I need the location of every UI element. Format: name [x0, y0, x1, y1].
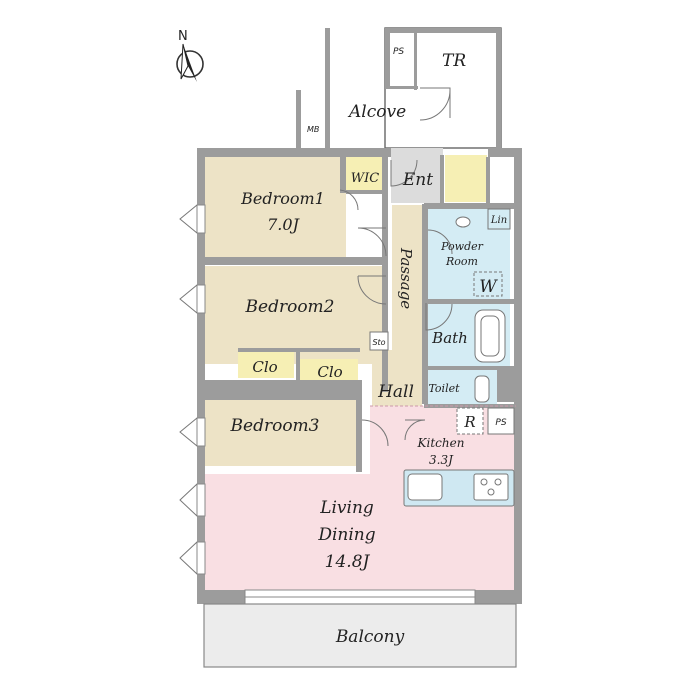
toilet-label: Toilet — [428, 382, 460, 395]
kitchen-sink — [407, 473, 443, 501]
alcove-label: Alcove — [347, 102, 406, 122]
wic-floor — [346, 155, 386, 193]
north-arrow-half-icon — [180, 43, 189, 80]
linen-closet — [487, 208, 511, 230]
compass-letter: N — [178, 29, 188, 44]
passage-label: Passage — [397, 247, 415, 309]
room-fills — [204, 148, 516, 667]
bedroom3-door — [361, 419, 389, 447]
corridor-area: PS TR Alcove MB — [296, 27, 502, 150]
living-label-line2: Dining — [317, 525, 375, 545]
clo1-floor — [238, 352, 294, 378]
ps-upper-label: PS — [393, 47, 404, 57]
sink — [455, 216, 471, 228]
balcony-floor — [204, 604, 516, 667]
lin-label: Lin — [490, 215, 507, 226]
bedroom1-door — [357, 227, 387, 257]
ent-floor — [391, 148, 443, 203]
windows — [179, 204, 517, 668]
bath-label: Bath — [431, 329, 468, 347]
hall-label: Hall — [377, 382, 414, 402]
wic-door — [339, 189, 359, 211]
bath-door — [425, 303, 453, 331]
shoe-closet-floor — [445, 155, 487, 202]
clo1-label: Clo — [252, 358, 277, 376]
storage-box — [369, 331, 389, 351]
hall-floor — [372, 350, 422, 406]
entrance-door — [390, 159, 418, 187]
clo2-label: Clo — [317, 363, 342, 381]
balcony-outline — [203, 603, 517, 668]
living-size: 14.8J — [325, 552, 371, 572]
window-bedroom3 — [196, 417, 206, 447]
kitchen-size: 3.3J — [429, 453, 454, 467]
mb-label: MB — [307, 125, 319, 134]
north-arrow-icon — [183, 44, 197, 82]
doors — [339, 159, 453, 447]
bedroom1-size: 7.0J — [267, 215, 300, 234]
window-living-2 — [196, 541, 206, 575]
window-bedroom1 — [196, 204, 206, 234]
ps-lower-box — [487, 407, 515, 435]
room-labels: Bedroom1 7.0J WIC Ent Bedroom2 Clo Clo B… — [230, 170, 508, 647]
kitchen-door — [404, 419, 426, 441]
bedroom2-label: Bedroom2 — [245, 297, 335, 317]
bedroom2-floor — [204, 266, 386, 364]
compass: N — [176, 29, 204, 82]
toilet-bowl — [474, 375, 490, 403]
sto-label: Sto — [372, 338, 385, 347]
balcony-label: Balcony — [335, 627, 405, 647]
mb-wall — [296, 90, 301, 150]
bedroom1-label: Bedroom1 — [240, 189, 325, 208]
tr-label: TR — [442, 51, 466, 71]
exterior-wall-left — [197, 148, 205, 598]
window-living-1 — [196, 483, 206, 517]
bedroom3-floor — [204, 400, 358, 466]
living-label-line1: Living — [319, 498, 374, 518]
fridge-space — [456, 407, 484, 435]
washer-space — [473, 271, 503, 297]
clo2-floor — [300, 359, 358, 383]
powder-label-line1: Powder — [440, 240, 484, 253]
bedroom2-door — [357, 275, 387, 305]
bedroom1-floor — [204, 155, 346, 257]
bedroom3-label: Bedroom3 — [230, 416, 320, 436]
fixtures — [369, 208, 516, 507]
wic-label: WIC — [351, 171, 379, 186]
window-bedroom2 — [196, 284, 206, 314]
ent-label: Ent — [402, 170, 433, 190]
kitchen-label: Kitchen — [417, 436, 465, 450]
washer-label: W — [479, 277, 498, 297]
tr-door — [420, 87, 451, 118]
corridor-wall-left — [325, 28, 330, 148]
cooktop — [473, 473, 509, 501]
ps-lower-label: PS — [495, 418, 506, 428]
powder-label-line2: Room — [445, 255, 478, 268]
powder-door — [427, 229, 453, 255]
fridge-label: R — [463, 413, 475, 431]
